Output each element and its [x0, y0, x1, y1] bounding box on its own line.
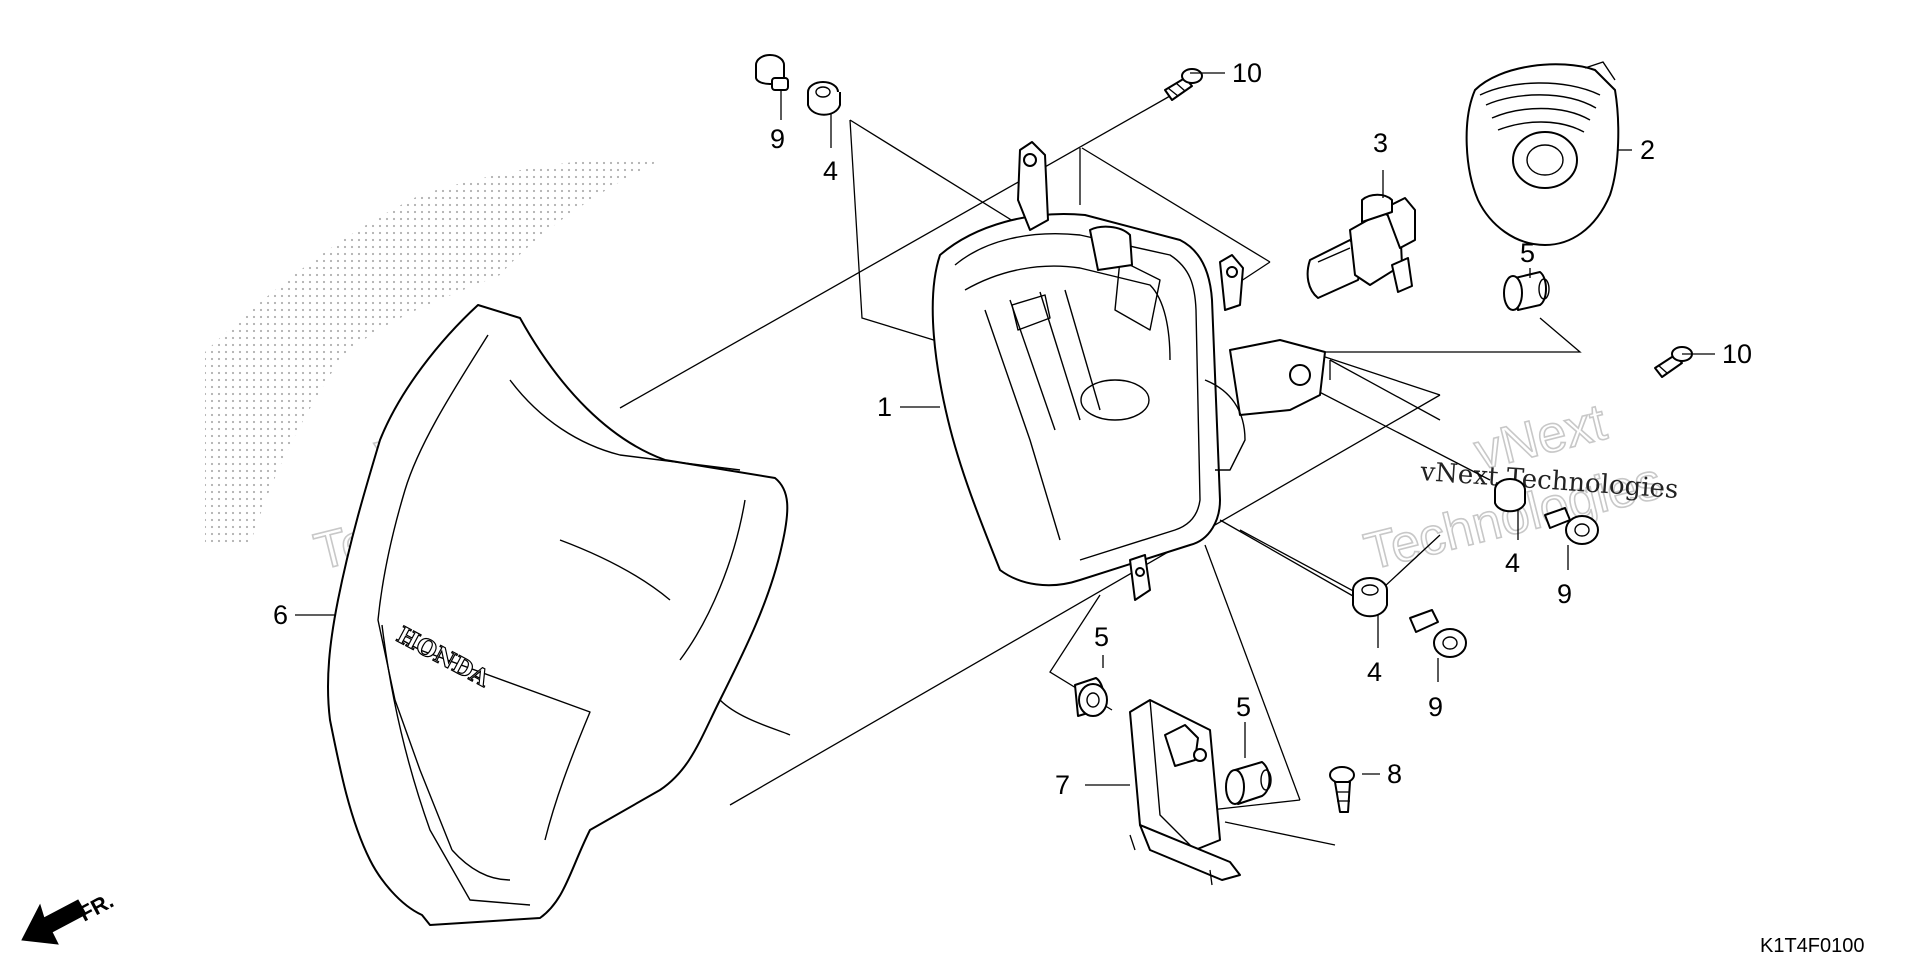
- part-9-bolt-middle: [1409, 609, 1467, 658]
- callout-labels: 9 4 10 3 2 5 10 1 6 4 9 4 9 5 5 8 7: [273, 58, 1752, 800]
- callout-9-right: 9: [1557, 579, 1572, 609]
- callout-10-right: 10: [1722, 339, 1752, 369]
- part-3-bulb: [1306, 193, 1416, 299]
- part-5-collar-top: [1503, 271, 1550, 311]
- part-9-bolt-top: [755, 54, 789, 91]
- front-arrow-icon: [21, 899, 87, 945]
- callout-5-top: 5: [1520, 238, 1535, 268]
- callout-1: 1: [877, 392, 892, 422]
- callout-9-top: 9: [770, 124, 785, 154]
- part-10-screw-right: [1654, 346, 1693, 378]
- callout-6: 6: [273, 600, 288, 630]
- part-5-collar-lower-right: [1225, 761, 1272, 805]
- leader-lines: [295, 72, 1715, 786]
- callout-9-middle: 9: [1428, 692, 1443, 722]
- part-4-grommet-top: [807, 81, 841, 116]
- part-10-screw-top: [1164, 68, 1203, 101]
- part-1-headlight-unit: [931, 141, 1326, 601]
- part-4-grommet-middle: [1352, 577, 1388, 618]
- part-2-dust-cover: [1465, 61, 1620, 246]
- callout-4-middle: 4: [1367, 657, 1382, 687]
- callout-3: 3: [1373, 128, 1388, 158]
- callout-7: 7: [1055, 770, 1070, 800]
- front-label: FR.: [75, 888, 118, 927]
- callout-4-top: 4: [823, 156, 838, 186]
- callout-5-lower-right: 5: [1236, 692, 1251, 722]
- shading-dots: [205, 157, 665, 545]
- part-4-grommet-right: [1494, 478, 1526, 513]
- callout-10-top: 10: [1232, 58, 1262, 88]
- callout-2: 2: [1640, 135, 1655, 165]
- part-7-bracket: [1129, 699, 1241, 886]
- part-5-collar-lower-left: [1074, 677, 1108, 717]
- callout-5-lower-left: 5: [1094, 622, 1109, 652]
- part-8-screw: [1329, 766, 1355, 813]
- front-direction-indicator: FR.: [21, 888, 118, 945]
- part-6-headlight-cowl: HONDA: [327, 304, 791, 926]
- callout-8: 8: [1387, 759, 1402, 789]
- diagram-code: K1T4F0100: [1760, 935, 1865, 957]
- part-9-bolt-right: [1544, 507, 1599, 545]
- callout-4-right: 4: [1505, 548, 1520, 578]
